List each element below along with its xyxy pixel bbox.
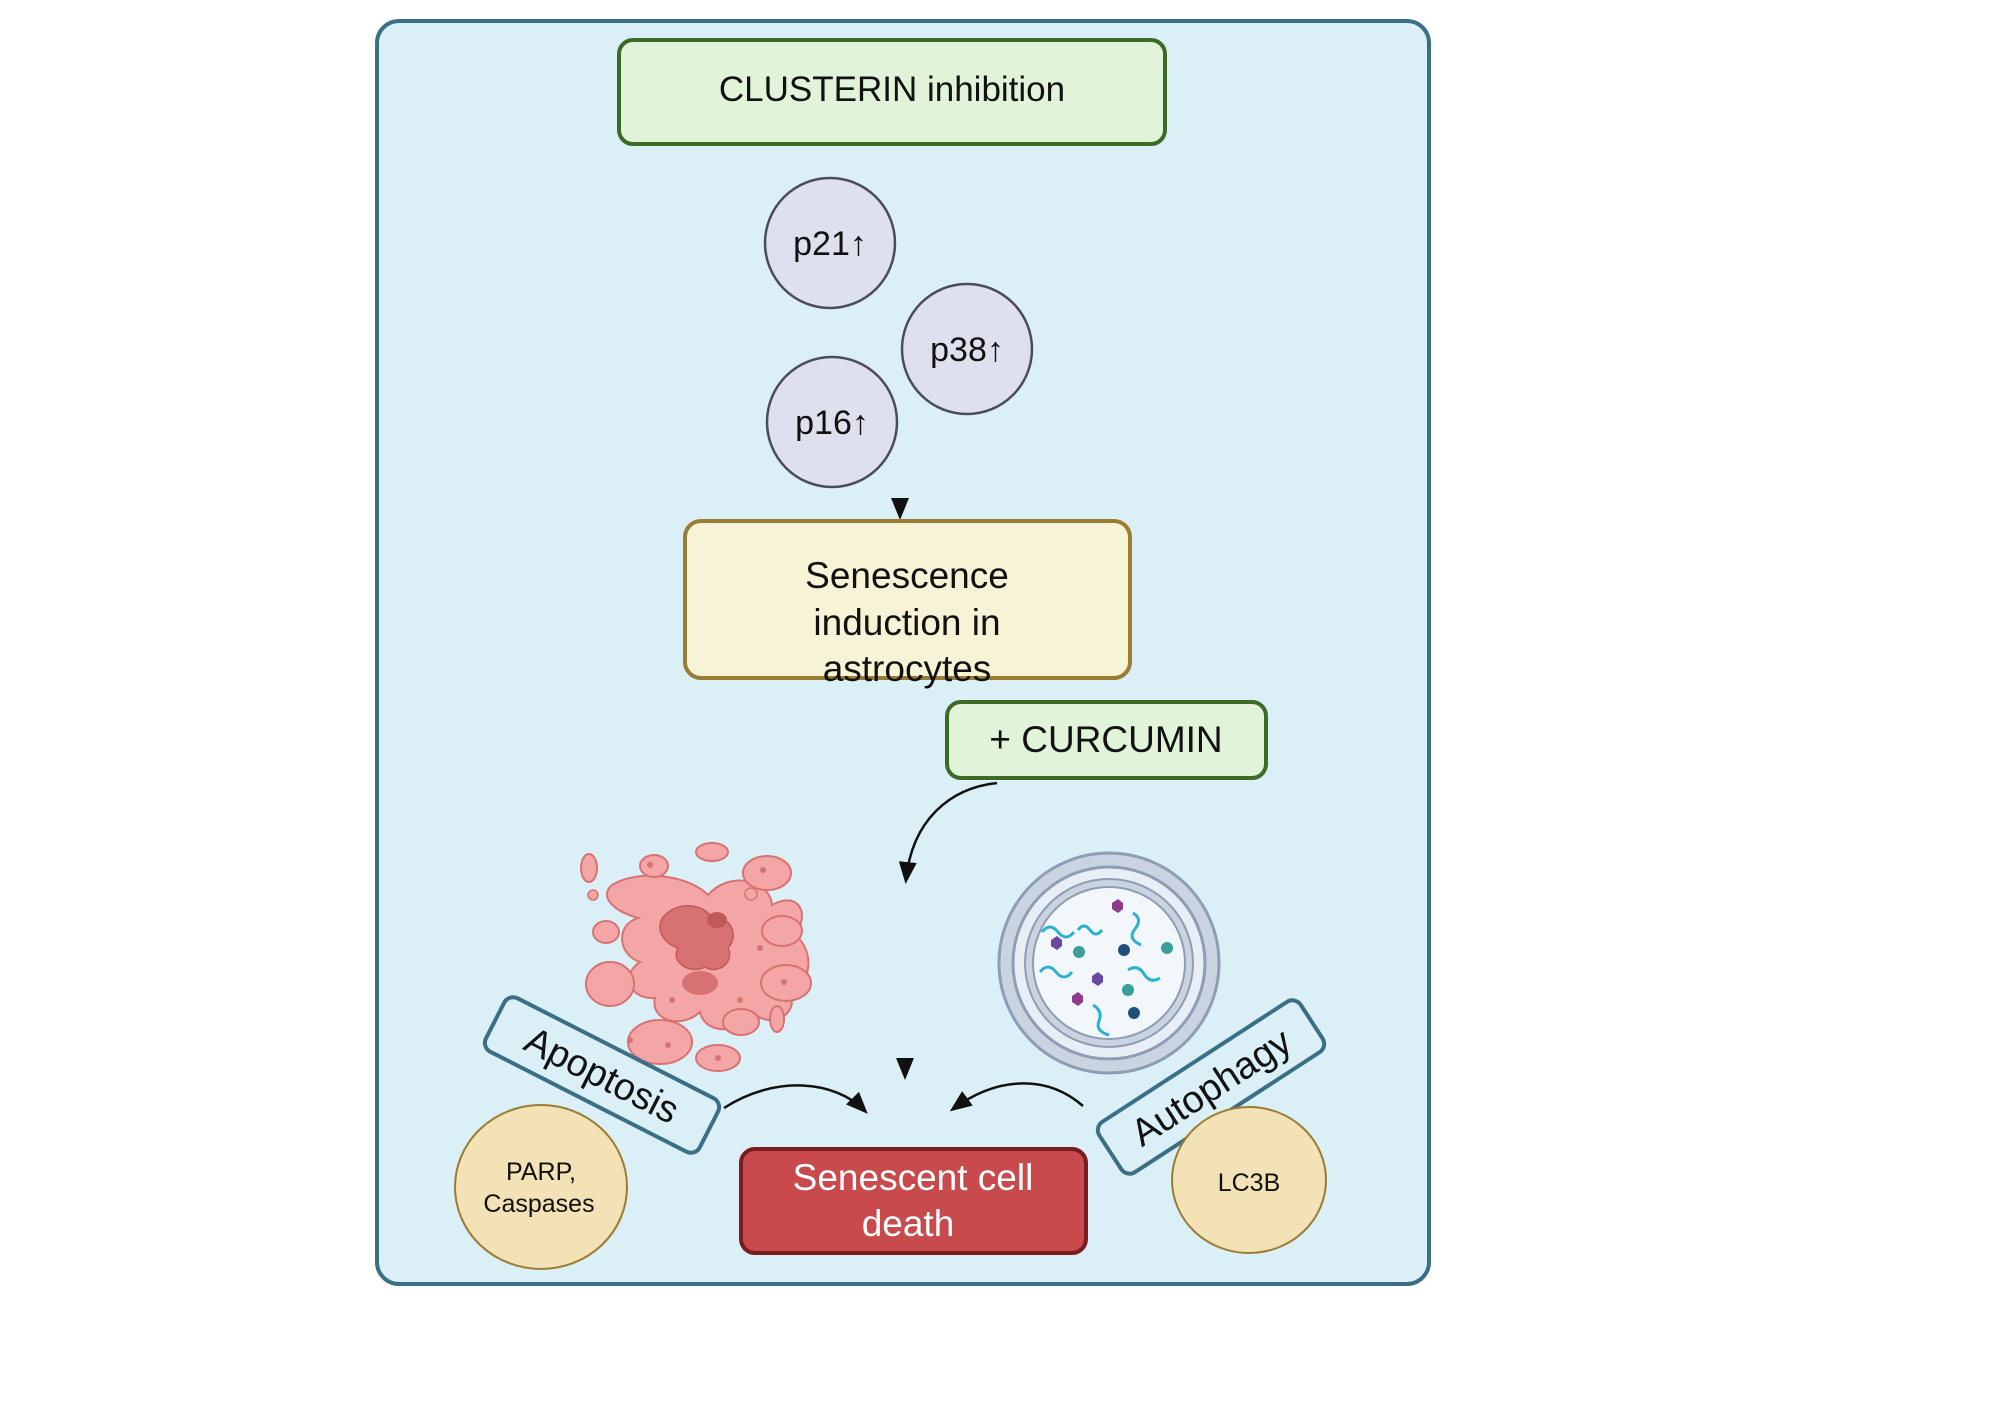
clusterin-label: CLUSTERIN inhibition [719,70,1065,109]
death-label-line1: Senescent cell [793,1157,1034,1198]
senescence-label-line2: induction in [813,602,1000,643]
senescent-cell-death-node: Senescent cell death [739,1147,1088,1255]
p16-label: p16↑ [795,404,869,442]
p21-marker: p21↑ [763,176,897,310]
arrow-curcumin-to-pathway [898,781,998,884]
apoptotic-cell-icon [580,842,812,1072]
parp-caspases-node: PARP, Caspases [454,1104,628,1270]
lc3b-label: LC3B [1218,1169,1281,1197]
parp-label-line1: PARP, [506,1158,576,1186]
curcumin-label: + CURCUMIN [989,719,1222,760]
p16-marker: p16↑ [765,355,899,489]
senescence-node: Senescence induction in astrocytes [683,519,1132,689]
p38-label: p38↑ [930,331,1004,369]
p38-marker: p38↑ [900,282,1034,416]
senescence-label-line1: Senescence [805,555,1009,596]
curcumin-node: + CURCUMIN [945,700,1268,780]
death-label-line2: death [862,1203,955,1244]
arrow-apoptosis-to-death [723,1084,868,1114]
parp-label-line2: Caspases [483,1190,594,1218]
autophagosome-icon [997,851,1221,1075]
p21-label: p21↑ [793,225,867,263]
clusterin-node: CLUSTERIN inhibition [617,38,1167,146]
arrow-autophagy-to-death [949,1082,1084,1112]
senescence-label-line3: astrocytes [823,648,992,689]
lc3b-node: LC3B [1171,1106,1327,1254]
